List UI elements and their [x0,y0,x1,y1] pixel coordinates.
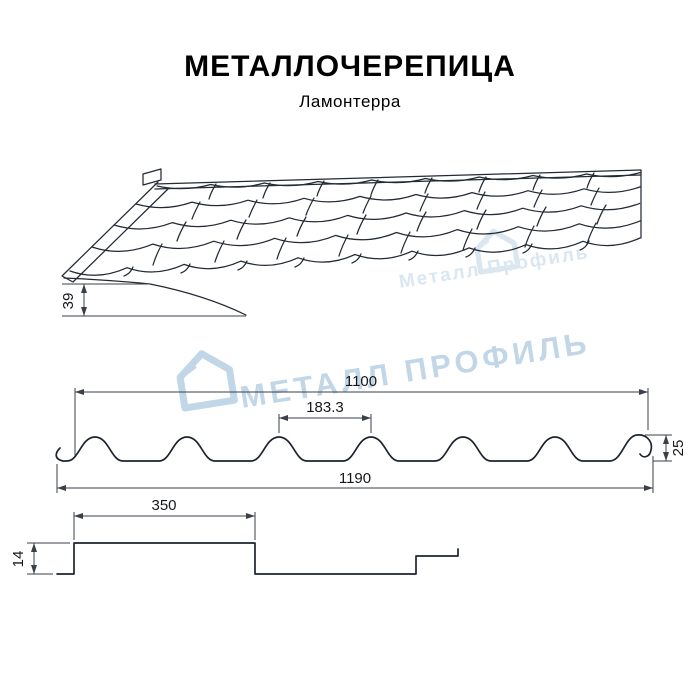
profile-outline [55,434,653,462]
dimension-350: 350 [73,497,256,540]
watermark-logo-icon [176,350,238,412]
step-profile-view: 350 14 [10,497,459,575]
watermark-brand-small-text: Металл Профиль [397,242,590,293]
step-outline [56,542,459,575]
dim-label-350: 350 [151,497,176,514]
roof-tile-rows [69,171,641,277]
dim-label-25: 25 [670,440,687,457]
watermark-logo-small-icon [474,228,521,275]
dim-label-1100: 1100 [345,373,377,390]
dimension-25: 25 [645,434,687,462]
roof-edges [61,168,642,316]
dim-label-183: 183.3 [306,399,344,416]
product-title: МЕТАЛЛОЧЕРЕПИЦА [184,50,516,83]
header: МЕТАЛЛОЧЕРЕПИЦА Ламонтерра [0,50,700,112]
dimension-1190: 1190 [56,456,654,493]
watermark-brand-text: МЕТАЛЛ ПРОФИЛЬ [238,325,593,415]
roof-perspective-view: 39 [60,168,642,317]
watermark-secondary: Металл Профиль [397,228,591,293]
watermark-main: МЕТАЛЛ ПРОФИЛЬ [176,325,593,415]
dim-label-1190: 1190 [339,470,371,487]
roof-dimension-39: 39 [60,283,246,317]
profile-cross-section-view: 1100 183.3 25 1190 [55,373,687,493]
product-subtitle: Ламонтерра [299,92,401,111]
dim-label-14: 14 [10,551,27,568]
dimension-1100: 1100 [74,373,649,456]
dimension-14: 14 [10,542,70,575]
dim-label-39: 39 [60,293,77,310]
dimension-183: 183.3 [278,399,372,433]
